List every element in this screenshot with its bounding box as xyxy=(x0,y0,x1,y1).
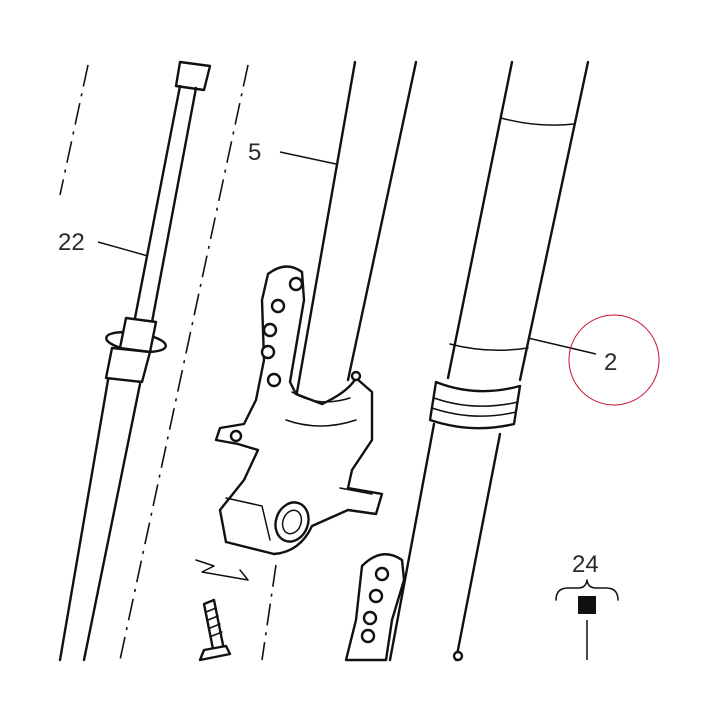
stanchion-right-edge xyxy=(346,60,418,382)
axle-bore xyxy=(274,501,310,543)
rod-bushing xyxy=(104,346,152,384)
stanchion-left-edge xyxy=(294,60,357,400)
brace-icon xyxy=(555,579,619,601)
seal-ring-line-2 xyxy=(431,407,517,417)
lower-bracket-body xyxy=(344,553,406,662)
clamp-bolt-hole-5 xyxy=(266,372,282,388)
lower-bracket-hole-5 xyxy=(452,650,464,662)
slider-left-edge xyxy=(446,60,514,380)
leader-5 xyxy=(279,151,337,165)
lower-slider-left-edge xyxy=(388,422,436,662)
center-line-middle xyxy=(119,64,249,661)
part-2-slider-tube xyxy=(388,60,590,662)
clamp-bolt-hole-2 xyxy=(270,298,286,314)
kit-marker-24 xyxy=(555,579,619,660)
lower-bracket-partial xyxy=(344,553,464,662)
slider-lower-band xyxy=(449,343,529,351)
slider-seal-ring xyxy=(428,380,522,430)
slider-upper-band xyxy=(500,117,575,126)
center-line-lower xyxy=(261,564,277,661)
leader-2 xyxy=(527,337,597,355)
clamp-bolt-hole-4 xyxy=(260,344,276,360)
seal-ring-line-1 xyxy=(433,397,519,407)
clamp-body xyxy=(214,265,384,556)
slider-right-edge xyxy=(518,60,590,382)
clamp-collar-top xyxy=(291,391,351,403)
axle-bore-inner xyxy=(281,509,303,535)
lower-bracket-hole-1 xyxy=(374,566,390,582)
callout-2-highlight-ring xyxy=(568,314,660,406)
clamp-tab-edge xyxy=(339,487,373,495)
lower-slider-right-edge xyxy=(454,432,502,662)
lower-bracket-hole-4 xyxy=(360,628,376,644)
clamp-bolt-hole-6 xyxy=(229,429,243,443)
bolt-head xyxy=(198,644,232,662)
center-line-left xyxy=(59,64,89,196)
rod-collar xyxy=(118,316,158,354)
kit-square-icon xyxy=(578,596,596,614)
clamp-collar-bottom xyxy=(285,419,357,427)
part-22-damper-rod xyxy=(58,60,212,662)
axle-bolt xyxy=(195,559,249,662)
clamp-bolt-hole-1 xyxy=(288,276,304,292)
bolt-thread xyxy=(205,607,223,637)
callout-leaders xyxy=(97,151,597,355)
tube-right-edge xyxy=(82,382,142,662)
clamp-foot-edge xyxy=(225,497,271,541)
callout-22: 22 xyxy=(58,229,85,256)
callout-2: 2 xyxy=(604,349,617,376)
lower-bracket-hole-2 xyxy=(368,588,384,604)
rod-top-cap xyxy=(174,60,212,92)
rod-right-edge xyxy=(150,86,198,324)
clamp-bolt-hole-3 xyxy=(262,322,278,338)
callout-24: 24 xyxy=(572,551,599,578)
rod-left-edge xyxy=(133,84,182,320)
clamp-bolt-hole-7 xyxy=(350,370,362,382)
bottom-clamp-bracket xyxy=(214,265,384,556)
part-5-stanchion xyxy=(294,60,418,400)
center-lines xyxy=(59,64,277,661)
tube-left-edge xyxy=(58,378,110,662)
break-marker xyxy=(195,559,249,581)
lower-bracket-hole-3 xyxy=(362,610,378,626)
leader-22 xyxy=(97,241,149,257)
callout-5: 5 xyxy=(248,139,261,166)
